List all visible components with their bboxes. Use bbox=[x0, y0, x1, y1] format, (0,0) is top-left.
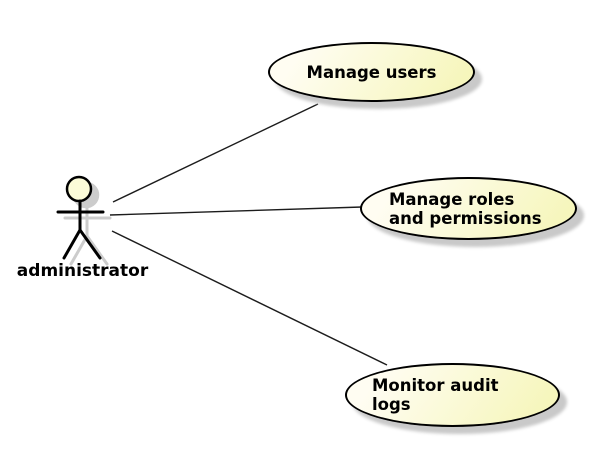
usecase-monitor-audit-logs: Monitor audit logs bbox=[345, 363, 560, 427]
actor-shadow-left-leg bbox=[69, 234, 89, 266]
actor-head bbox=[65, 175, 93, 203]
usecase-monitor-audit-logs-label: Monitor audit logs bbox=[372, 376, 499, 414]
actor-shadow-right-leg bbox=[85, 234, 109, 266]
actor-figure bbox=[56, 175, 105, 260]
connector-administrator-manage-users bbox=[112, 103, 319, 203]
usecase-manage-users: Manage users bbox=[268, 42, 475, 102]
usecase-manage-roles-permissions-label: Manage roles and permissions bbox=[389, 189, 542, 228]
actor-left-leg bbox=[62, 228, 82, 260]
actor-right-leg bbox=[78, 228, 102, 260]
actor-name-label: administrator bbox=[16, 261, 149, 281]
connector-administrator-manage-roles bbox=[109, 206, 363, 216]
usecase-manage-users-label: Manage users bbox=[306, 62, 437, 82]
usecase-manage-roles-permissions: Manage roles and permissions bbox=[360, 177, 577, 240]
connector-administrator-monitor-audit bbox=[111, 230, 388, 366]
